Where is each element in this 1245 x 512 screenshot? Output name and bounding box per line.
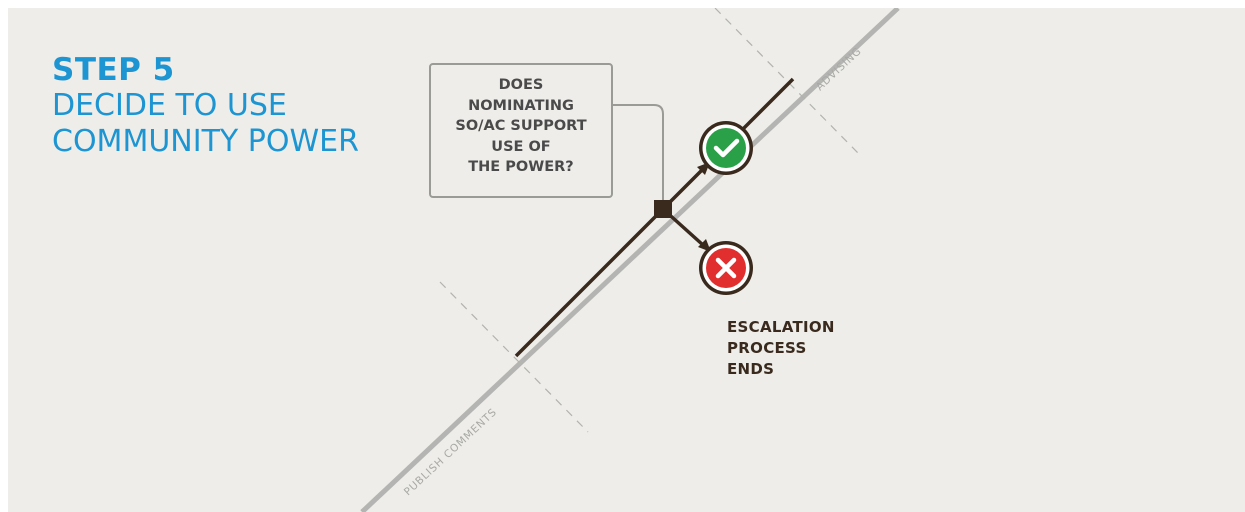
check-icon: [699, 121, 753, 175]
phase-divider-upper: [714, 8, 861, 156]
step-title-line-2: COMMUNITY POWER: [52, 124, 359, 159]
question-line-4: USE OF: [491, 138, 551, 155]
active-path-continuation: [738, 77, 795, 134]
question-connector: [613, 104, 664, 200]
question-line-1: DOES: [498, 77, 544, 93]
step-title: STEP 5 DECIDE TO USE COMMUNITY POWER: [52, 52, 359, 160]
decision-question-box: DOES NOMINATING SO/AC SUPPORT USE OF THE…: [429, 63, 613, 198]
outcome-line-2: PROCESS: [727, 339, 807, 357]
question-line-3: SO/AC SUPPORT: [455, 118, 587, 134]
step-number: STEP 5: [52, 52, 175, 88]
phase-label-advising: ADVISING: [814, 45, 864, 93]
active-path: [514, 207, 665, 358]
question-line-5: THE POWER?: [468, 159, 574, 175]
decision-node: [654, 200, 672, 218]
outcome-line-1: ESCALATION: [727, 318, 835, 336]
phase-divider-lower: [439, 281, 589, 433]
outcome-line-3: ENDS: [727, 360, 775, 378]
question-line-2: NOMINATING: [468, 97, 574, 114]
no-outcome-label: ESCALATION PROCESS ENDS: [727, 317, 835, 380]
x-icon: [699, 241, 753, 295]
step-title-line-1: DECIDE TO USE: [52, 88, 287, 123]
phase-label-publish-comments: PUBLISH COMMENTS: [402, 406, 500, 498]
timeline-track: [360, 8, 900, 512]
